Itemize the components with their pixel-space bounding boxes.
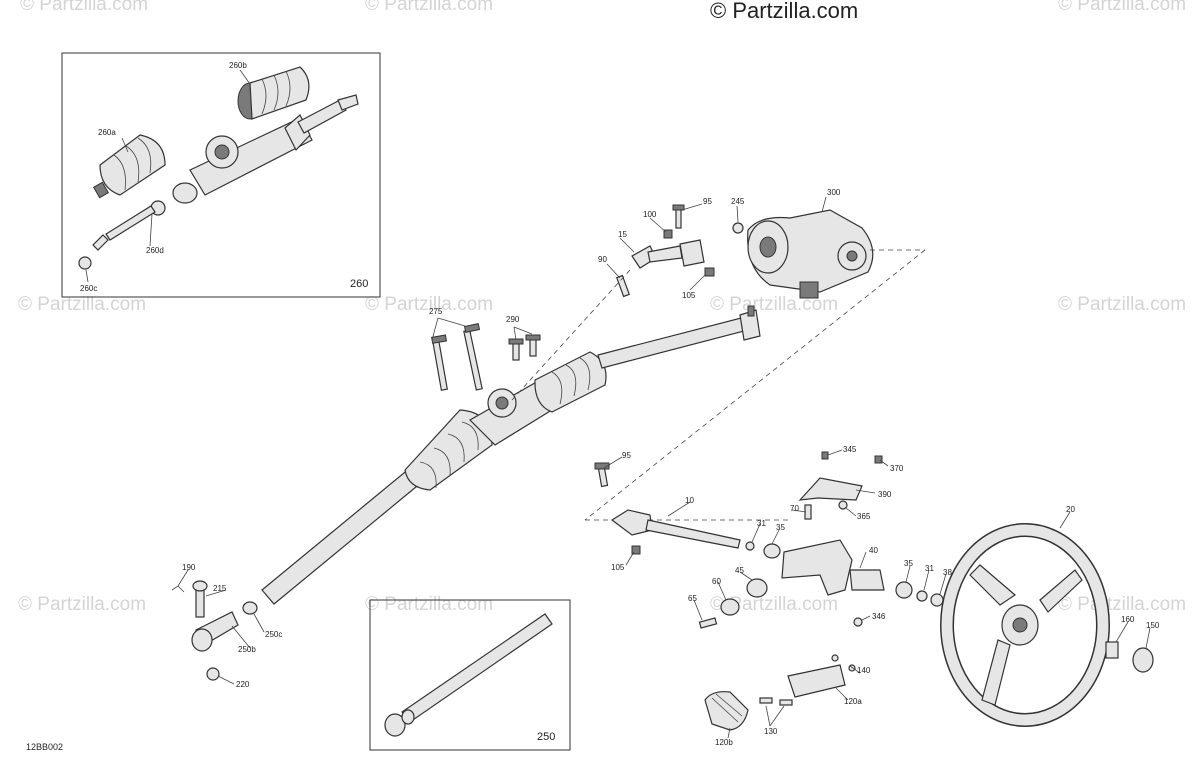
callout-31-right: 31 bbox=[925, 564, 934, 573]
callout-65: 65 bbox=[688, 594, 697, 603]
callout-120a: 120a bbox=[844, 697, 862, 706]
callout-38: 38 bbox=[943, 568, 952, 577]
watermark-low-left: © Partzilla.com bbox=[18, 594, 147, 615]
callout-15: 15 bbox=[618, 230, 627, 239]
callout-105-upper: 105 bbox=[682, 291, 696, 300]
eps-motor-unit-300[interactable] bbox=[732, 209, 874, 299]
callout-95-upper: 95 bbox=[703, 197, 712, 206]
callout-260d: 260d bbox=[146, 246, 164, 255]
callout-60: 60 bbox=[712, 577, 721, 586]
callout-220: 220 bbox=[236, 680, 250, 689]
intermediate-shaft-upper[interactable] bbox=[615, 204, 715, 298]
steering-column-lower[interactable] bbox=[594, 451, 944, 629]
steering-rack-detail[interactable] bbox=[78, 66, 359, 270]
callout-140: 140 bbox=[857, 666, 871, 675]
callout-120b: 120b bbox=[715, 738, 733, 747]
callout-105-lower: 105 bbox=[611, 563, 625, 572]
inset-box-260 bbox=[61, 52, 381, 298]
callout-100: 100 bbox=[643, 210, 657, 219]
callout-365: 365 bbox=[857, 512, 871, 521]
callout-260c: 260c bbox=[80, 284, 97, 293]
callout-160: 160 bbox=[1121, 615, 1135, 624]
callout-leaders bbox=[177, 203, 1151, 739]
watermark-mid-right: © Partzilla.com bbox=[1058, 294, 1187, 315]
callout-390: 390 bbox=[878, 490, 892, 499]
callout-35-right: 35 bbox=[904, 559, 913, 568]
inset-label-250: 250 bbox=[537, 731, 555, 743]
steering-wheel[interactable] bbox=[940, 523, 1154, 727]
callout-45: 45 bbox=[735, 566, 744, 575]
watermark-top-left: © Partzilla.com bbox=[20, 0, 149, 15]
inset-box-250 bbox=[369, 599, 571, 751]
mounting-bolts[interactable] bbox=[431, 323, 541, 391]
callout-70: 70 bbox=[790, 504, 799, 513]
steering-lock-parts[interactable] bbox=[704, 654, 856, 731]
callout-labels: 260b 260a 260d 260c 300 245 95 100 15 90… bbox=[80, 61, 1160, 747]
callout-190: 190 bbox=[182, 563, 196, 572]
watermark-low-center-right: © Partzilla.com bbox=[710, 594, 839, 615]
callout-90: 90 bbox=[598, 255, 607, 264]
callout-346: 346 bbox=[872, 612, 886, 621]
callout-250c: 250c bbox=[265, 630, 282, 639]
watermark-top-right: © Partzilla.com bbox=[1058, 0, 1187, 15]
callout-35-left: 35 bbox=[776, 523, 785, 532]
callout-95-lower: 95 bbox=[622, 451, 631, 460]
callout-10: 10 bbox=[685, 496, 694, 505]
callout-260b: 260b bbox=[229, 61, 247, 70]
callout-245: 245 bbox=[731, 197, 745, 206]
callout-370: 370 bbox=[890, 464, 904, 473]
watermark-low-center: © Partzilla.com bbox=[365, 594, 494, 615]
callout-345: 345 bbox=[843, 445, 857, 454]
callout-20: 20 bbox=[1066, 505, 1075, 514]
watermark-mid-center: © Partzilla.com bbox=[365, 294, 494, 315]
diagram-code: 12BB002 bbox=[26, 742, 64, 752]
callout-290: 290 bbox=[506, 315, 520, 324]
inset-label-260: 260 bbox=[350, 278, 368, 290]
callout-215: 215 bbox=[213, 584, 227, 593]
callout-275: 275 bbox=[429, 307, 443, 316]
watermark-low-right: © Partzilla.com bbox=[1058, 594, 1187, 615]
callout-130: 130 bbox=[764, 727, 778, 736]
tie-rod-assembly-250[interactable] bbox=[384, 613, 553, 737]
callout-150: 150 bbox=[1146, 621, 1160, 630]
tie-rod-end-parts[interactable] bbox=[171, 580, 258, 681]
callout-300: 300 bbox=[827, 188, 841, 197]
callout-31-left: 31 bbox=[757, 519, 766, 528]
watermark-mid-left: © Partzilla.com bbox=[18, 294, 147, 315]
watermark-mid-center-right: © Partzilla.com bbox=[710, 294, 839, 315]
brand-title: © Partzilla.com bbox=[710, 0, 859, 23]
callout-260a: 260a bbox=[98, 128, 116, 137]
callout-40: 40 bbox=[869, 546, 878, 555]
watermark-top-mid: © Partzilla.com bbox=[365, 0, 494, 15]
steering-rack-assembly[interactable] bbox=[261, 305, 761, 605]
callout-250b: 250b bbox=[238, 645, 256, 654]
